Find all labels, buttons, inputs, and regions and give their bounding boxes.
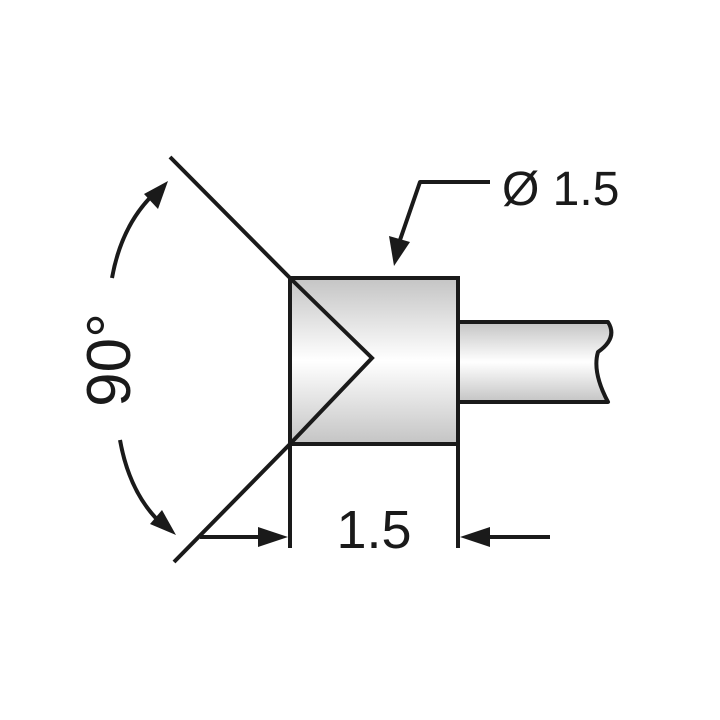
angle-arc-upper (110, 188, 160, 279)
diameter-arrow (389, 236, 410, 266)
diameter-leader (398, 180, 490, 241)
length-label: 1.5 (336, 500, 411, 560)
angle-arrow-lower (150, 510, 176, 535)
angle-label: 90° (75, 313, 144, 407)
angle-extension-upper (168, 155, 292, 280)
angle-extension-lower (172, 442, 292, 564)
shank (456, 320, 614, 404)
cone-point (288, 276, 375, 446)
diameter-label: Ø 1.5 (502, 163, 619, 216)
angle-arc-lower (118, 439, 166, 528)
length-arrow-left-head (258, 527, 288, 547)
length-arrow-right-head (460, 527, 490, 547)
angle-arrow-upper (144, 181, 168, 209)
